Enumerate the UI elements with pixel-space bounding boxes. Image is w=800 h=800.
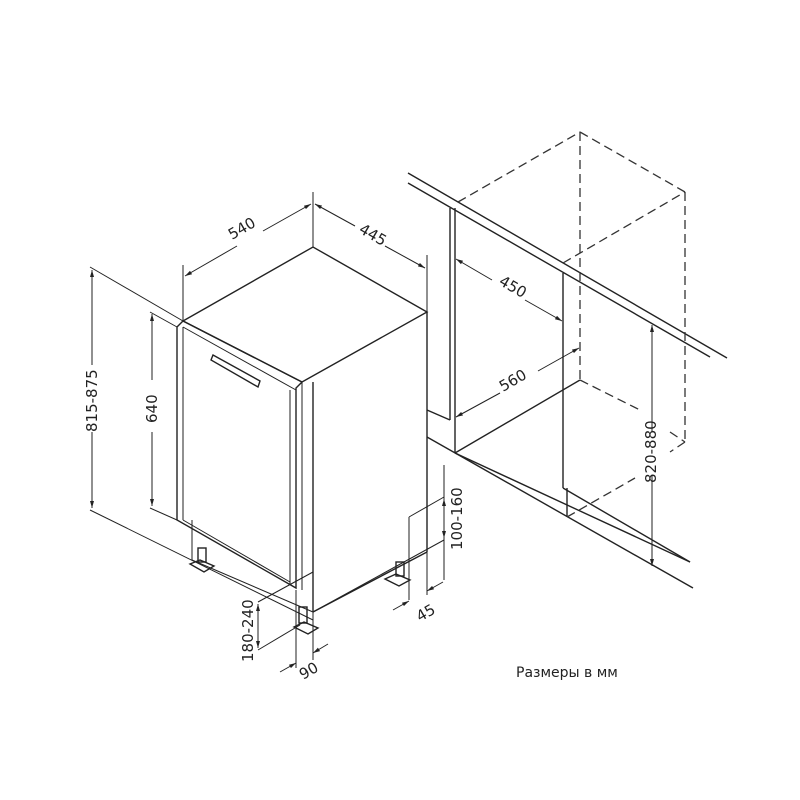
door-handle [210,354,261,389]
leg-front-left [188,547,216,573]
label-plinth-height: 180-240 [239,599,257,662]
label-total-height: 815-875 [83,369,101,432]
niche-dimension-lines [455,258,654,566]
label-niche-height: 820-880 [642,420,660,483]
label-door-height: 640 [143,394,161,423]
label-niche-depth: 560 [496,366,530,396]
units-caption: Размеры в мм [516,665,618,681]
leg-front-right [292,606,320,635]
label-niche-depth-min: 450 [496,272,530,302]
dimension-lines [89,192,446,673]
legs [188,547,412,635]
dishwasher-body [176,246,429,613]
label-depth: 445 [356,220,390,250]
leg-back-right [383,561,412,587]
niche-cabinet [407,131,728,589]
label-feet-recess: 45 [413,600,439,625]
label-plinth-offset: 90 [296,658,322,683]
label-leg-adjust: 100-160 [448,487,466,550]
label-width: 540 [225,214,259,244]
